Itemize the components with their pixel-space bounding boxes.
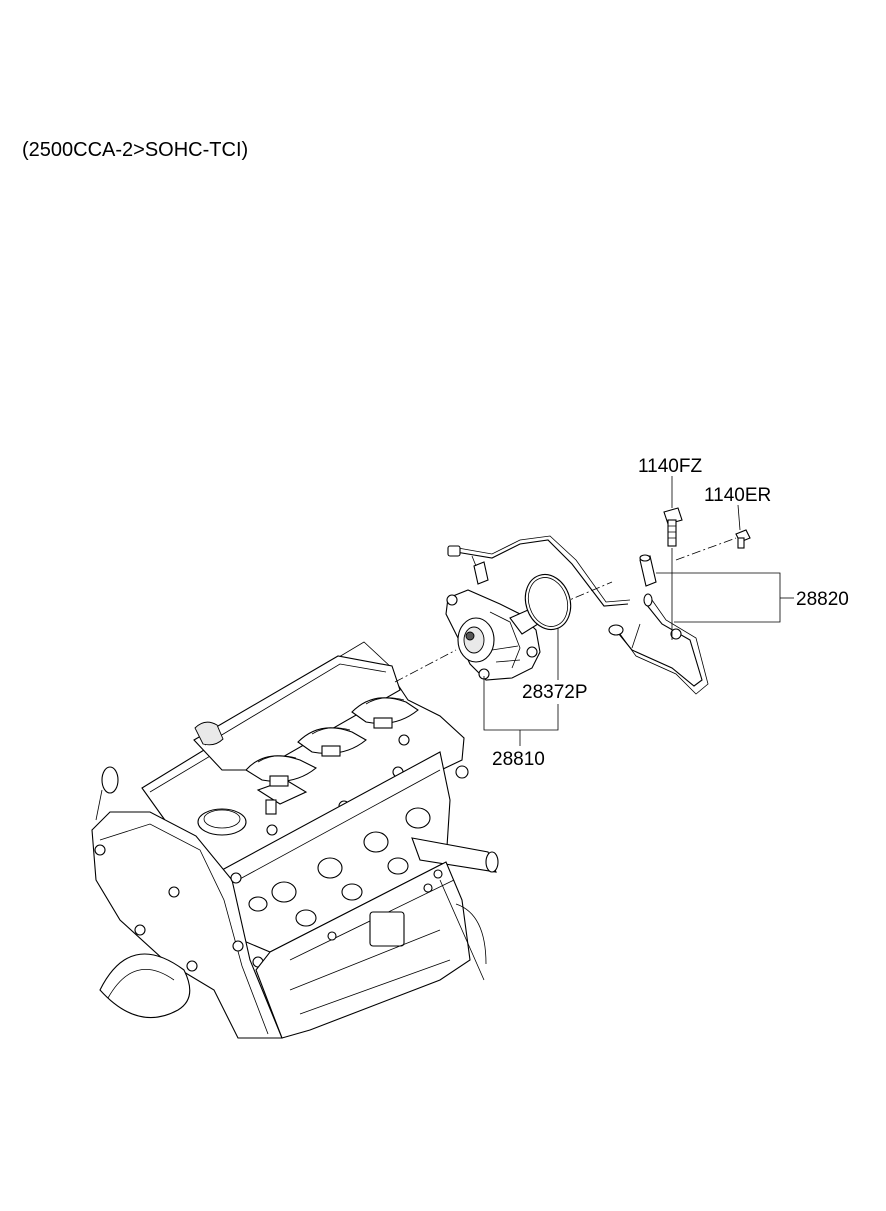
gasket-o-ring <box>524 573 572 631</box>
assembly-centerline-pump <box>394 649 457 683</box>
diagram-title: (2500CCA-2>SOHC-TCI) <box>22 139 248 161</box>
bolt-short <box>735 529 751 549</box>
callout-28810: 28810 <box>492 749 545 770</box>
callout-28372p: 28372P <box>522 682 588 703</box>
assembly-centerline-bolts <box>675 537 737 561</box>
callout-1140er: 1140ER <box>704 485 771 506</box>
bolt-long <box>663 507 683 547</box>
leader-lines <box>483 476 794 746</box>
assembly-centerline-gasket <box>559 581 613 605</box>
callout-28820: 28820 <box>796 589 849 610</box>
engine-cylinder-head <box>91 641 499 1039</box>
callout-1140fz: 1140FZ <box>638 456 702 477</box>
vacuum-hose <box>447 535 631 607</box>
vacuum-pump <box>445 589 541 681</box>
oil-line-assembly <box>608 554 709 695</box>
